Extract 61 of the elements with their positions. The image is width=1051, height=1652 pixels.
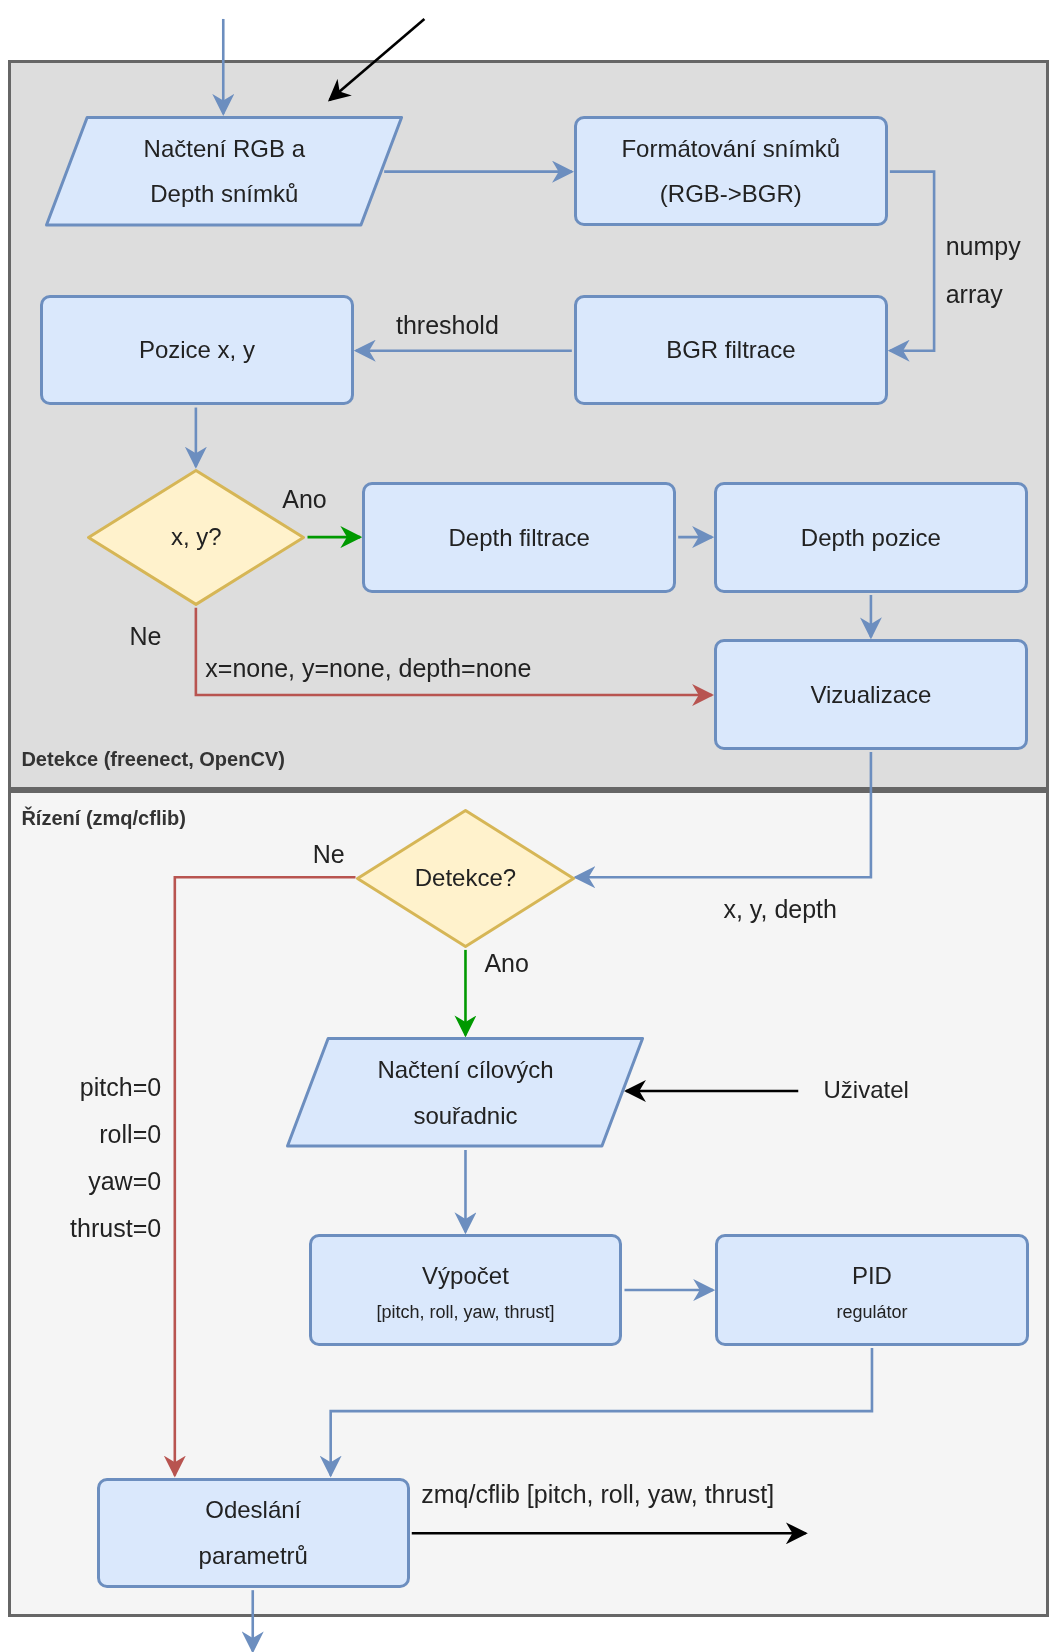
edge-label: Ano [484,948,529,980]
arrow [194,607,715,707]
arrow [307,526,363,549]
group-title: Detekce (freenect, OpenCV) [21,747,285,771]
arrow [184,407,207,469]
process-box [573,294,888,406]
node-text: Načtení RGB a Depth snímků [142,133,306,210]
group-panel [8,60,1049,790]
node-text: Formátování snímků (RGB->BGR) [620,133,842,210]
arrow [623,1080,799,1102]
arrow [241,1590,264,1652]
node-text: x, y? [171,522,222,553]
arrow [411,1522,808,1545]
node-subtext: regulátor [836,1301,908,1325]
node-text: Vizualizace [810,679,932,710]
edge-label: zmq/cflib [pitch, roll, yaw, thrust] [421,1479,775,1511]
input-parallelogram [286,1037,645,1148]
node-text: Depth pozice [800,522,941,553]
node-text: Pozice x, y [138,335,255,366]
arrow [327,17,426,102]
decision-diamond [355,808,575,948]
arrow [624,1279,716,1302]
arrow [319,1348,874,1478]
arrow [859,595,882,640]
node-text: BGR filtrace [666,335,796,366]
edge-label: numpy array [945,231,1021,310]
group-panel [8,789,1049,1617]
node-text: Detekce? [414,863,517,894]
process-box [96,1477,410,1589]
edge-label: pitch=0 roll=0 yaw=0 thrust=0 [70,1071,162,1244]
process-box [40,294,354,406]
arrow [573,751,873,889]
process-box [715,1234,1029,1346]
arrow [454,1150,477,1235]
arrow [163,875,356,1478]
process-box [573,115,888,227]
node-text: Depth filtrace [448,522,590,553]
node-text: Odeslání parametrů [197,1495,309,1571]
edge-label: threshold [395,310,499,342]
node-text: Výpočet [422,1260,509,1291]
node-subtext: [pitch, roll, yaw, thrust] [376,1301,555,1325]
group-title: Řízení (zmq/cflib) [21,806,186,830]
edge-label: x=none, y=none, depth=none [205,652,532,684]
process-box [308,1234,623,1346]
node-text: PID [851,1260,892,1291]
process-box [714,482,1028,593]
process-box [714,639,1028,750]
arrow [887,170,936,362]
input-parallelogram [45,115,404,227]
process-box [362,482,677,593]
edge-label: Ano [282,484,327,515]
branch-label: Ne [312,838,345,870]
edge-label: x, y, depth [723,893,837,925]
arrow [454,949,477,1038]
arrow [353,339,572,362]
arrow [212,18,235,116]
actor-label: Uživatel [800,1063,932,1117]
arrow [384,160,575,183]
node-text: Načtení cílových souřadnic [376,1055,555,1131]
arrow [678,526,715,549]
branch-label: Ne [129,620,162,652]
